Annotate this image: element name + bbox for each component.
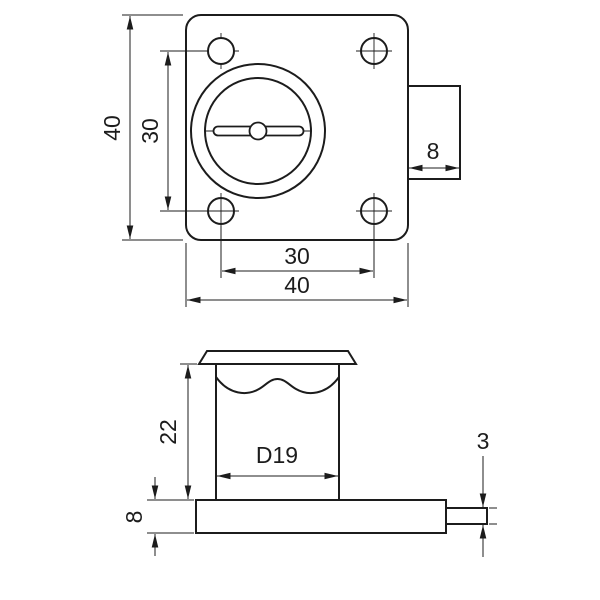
dim-overall-width: 40 xyxy=(185,243,409,307)
dim-bolt-thickness: 3 xyxy=(477,428,497,557)
hole-circle xyxy=(360,197,388,225)
mounting-hole-top-right xyxy=(356,33,392,69)
mounting-hole-bottom-right xyxy=(356,193,392,229)
dim-label-hole-spacing-horizontal: 30 xyxy=(284,243,310,269)
dim-label-hole-spacing-vertical: 30 xyxy=(137,118,163,144)
hole-circle xyxy=(207,197,235,225)
dim-body-height: 22 xyxy=(147,363,197,501)
mounting-hole-top-left xyxy=(203,33,239,69)
latch-tab xyxy=(408,85,461,180)
hole-circle xyxy=(360,37,388,65)
base-plate-side xyxy=(195,499,447,534)
dim-hole-spacing-horizontal: 30 xyxy=(220,226,375,278)
dim-label-overall-height: 40 xyxy=(99,115,125,141)
dim-body-diameter: D19 xyxy=(217,442,338,480)
dim-plate-thickness: 8 xyxy=(121,477,194,556)
dim-label-body-height: 22 xyxy=(155,419,181,445)
dim-hole-spacing-vertical: 30 xyxy=(137,50,207,212)
keyhole-center xyxy=(248,121,268,141)
hole-circle xyxy=(207,37,235,65)
dim-tab-width: 8 xyxy=(409,138,459,172)
mounting-hole-bottom-left xyxy=(203,193,239,229)
dim-label-bolt-thickness: 3 xyxy=(477,428,490,454)
flange-cap xyxy=(197,350,358,365)
front-view: 40 30 8 30 40 xyxy=(99,14,461,307)
dim-label-tab-width: 8 xyxy=(427,138,440,164)
dim-overall-height: 40 xyxy=(99,14,183,241)
dim-label-plate-thickness: 8 xyxy=(121,511,147,524)
cam-wave-profile xyxy=(215,376,340,395)
dim-label-body-diameter: D19 xyxy=(256,442,298,468)
dim-label-overall-width: 40 xyxy=(284,272,310,298)
bolt-protrusion xyxy=(445,507,488,525)
side-view: 22 D19 8 3 xyxy=(121,350,497,557)
keyhole xyxy=(204,121,312,141)
